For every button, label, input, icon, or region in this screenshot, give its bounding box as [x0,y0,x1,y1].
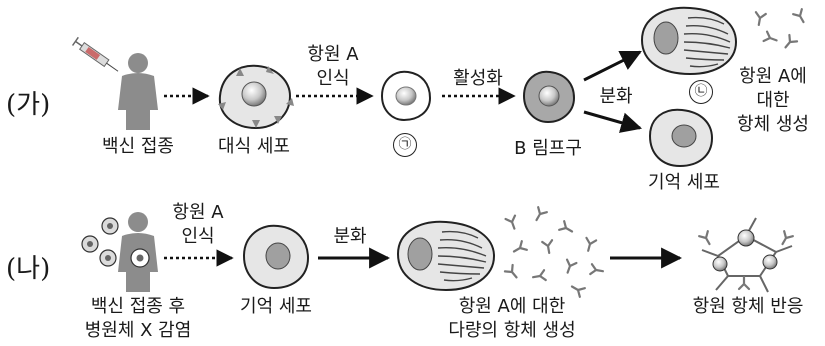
label-cell-n: ㉡ [689,80,713,104]
label-antibody-na-1: 항원 A에 대한 [459,296,566,317]
b-lymphocyte-cell [524,72,574,122]
helper-t-cell [382,72,430,120]
plasma-cell-na [398,222,494,290]
plasma-cell [642,8,736,74]
label-differentiation-na: 분화 [333,226,366,247]
label-person-na-1: 백신 접종 후 [91,296,185,317]
label-antibody-ga-1: 항원 A에 [739,66,807,87]
macrophage-nucleus [242,82,266,106]
label-b-cell: B 림프구 [514,138,582,159]
label-antibody-ga-3: 항체 생성 [737,114,809,135]
label-recognition-ga-2: 인식 [316,68,349,89]
memory-cell-na [244,226,308,288]
antibodies-ga [754,9,808,50]
antigen-antibody-complex [699,218,793,292]
label-memory-cell-ga: 기억 세포 [648,172,720,193]
label-antibody-na-2: 다량의 항체 생성 [448,320,575,341]
arrow-to-memory-cell [584,112,640,128]
label-macrophage: 대식 세포 [218,136,290,157]
label-reaction: 항원 항체 반응 [693,296,804,317]
label-vaccination: 백신 접종 [102,136,174,157]
arrow-to-plasma-cell [584,52,640,80]
syringe-icon [73,37,121,75]
macrophage-cell [218,66,294,128]
label-recognition-na-1: 항원 A [172,202,223,223]
label-antibody-ga-2: 대한 [756,90,789,111]
memory-cell-ga [650,110,712,166]
label-activation: 활성화 [453,68,503,89]
person-icon [118,53,158,130]
label-cell-g: ㉠ [393,133,417,157]
row-label-na: (나) [6,254,50,284]
label-memory-cell-na: 기억 세포 [240,296,312,317]
label-recognition-ga-1: 항원 A [307,44,358,65]
antibodies-na [505,207,604,297]
label-recognition-na-2: 인식 [181,226,214,247]
row-label-ga: (가) [6,90,50,120]
label-differentiation-ga: 분화 [599,86,632,107]
label-person-na-2: 병원체 X 감염 [85,320,192,341]
